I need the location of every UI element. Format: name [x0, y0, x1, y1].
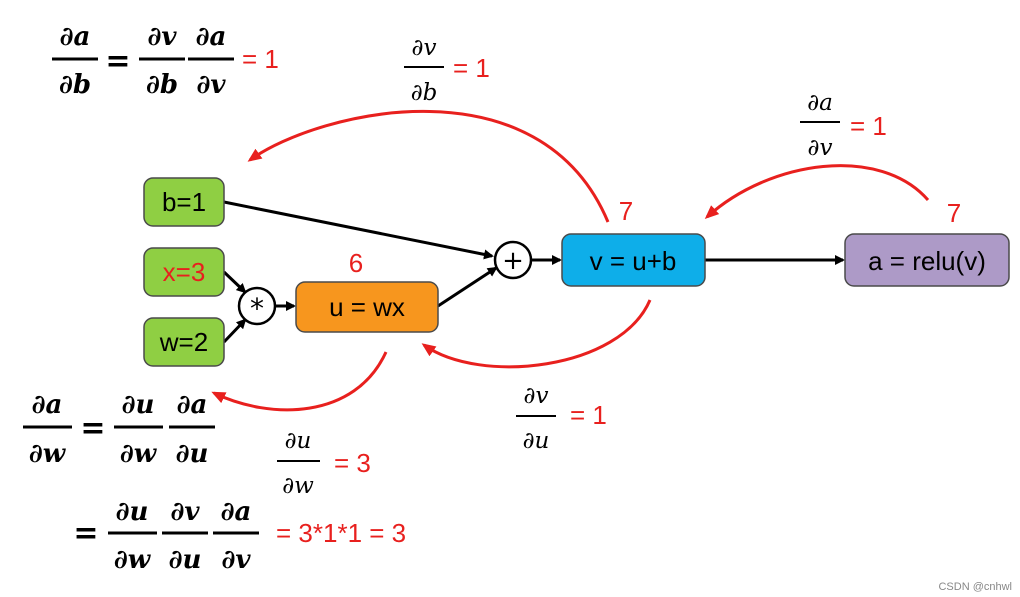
eq-wx-f1-num: ∂u [116, 497, 149, 527]
eq-b-f1-num: ∂v [148, 22, 178, 52]
grad-dv-db-value: = 1 [453, 53, 490, 83]
node-a: a = relu(v) [844, 233, 1010, 287]
eq-b-f2-num: ∂a [196, 22, 227, 52]
eq-b-lhs-num: ∂a [60, 22, 91, 52]
node-v-label: v = u+b [590, 246, 677, 276]
grad-dv-db-num: ∂v [412, 35, 437, 61]
grad-arrow-a-to-v [704, 164, 930, 220]
edge-u-to-add [437, 266, 498, 308]
grad-dv-db-den: ∂b [411, 80, 438, 106]
eq-b-lhs-den: ∂b [59, 70, 91, 100]
node-v-box [561, 233, 706, 287]
eq-wx-f2-num: ∂v [171, 497, 201, 527]
edge-b-to-add [223, 200, 494, 260]
grad-da-dv-value: = 1 [850, 111, 887, 141]
eq-wx-f3-num: ∂a [221, 497, 252, 527]
grad-label-dv-du: ∂v ∂u = 1 [516, 383, 607, 454]
add-symbol: + [502, 246, 524, 276]
node-a-value: 7 [947, 198, 961, 228]
node-w-label: w=2 [159, 327, 208, 357]
eq-b-result: = 1 [242, 44, 279, 74]
grad-du-dw-num: ∂u [285, 428, 312, 454]
eq-w-f2-den: ∂u [176, 439, 209, 469]
node-b-label: b=1 [162, 187, 206, 217]
node-v: v = u+b [561, 233, 706, 287]
equation-chain-b: ∂a ∂b = ∂v ∂b ∂a ∂v = 1 [52, 22, 279, 100]
eq-w-lhs-num: ∂a [32, 390, 63, 420]
node-u: u = wx [295, 281, 439, 333]
node-a-box [844, 233, 1010, 287]
eq-b-equals: = [105, 44, 130, 79]
node-b: b=1 [143, 177, 225, 227]
eq-w-equals: = [80, 411, 105, 446]
grad-arrow-u-to-w [211, 351, 388, 412]
node-u-box [295, 281, 439, 333]
node-v-value: 7 [619, 196, 633, 226]
eq-wx-equals: = [73, 516, 98, 551]
grad-label-da-dv: ∂a ∂v = 1 [800, 90, 887, 161]
equation-chain-w-expanded: = ∂u ∂w ∂v ∂u ∂a ∂v = 3*1*1 = 3 [73, 497, 406, 575]
grad-arrow-v-to-u [421, 299, 652, 369]
node-x-box [143, 247, 225, 297]
eq-b-f2-den: ∂v [197, 70, 227, 100]
add-circle [493, 240, 533, 280]
multiply-symbol: * [250, 292, 264, 325]
node-b-box [143, 177, 225, 227]
grad-du-dw-den: ∂w [282, 473, 314, 499]
grad-da-dv-den: ∂v [808, 135, 833, 161]
eq-w-f2-num: ∂a [177, 390, 208, 420]
multiply-operator: * [237, 286, 277, 326]
eq-w-f1-num: ∂u [122, 390, 155, 420]
multiply-circle [237, 286, 277, 326]
edge-x-to-mul [222, 270, 247, 294]
node-u-value: 6 [349, 248, 363, 278]
grad-arrow-v-to-b [247, 109, 610, 223]
node-w: w=2 [143, 317, 225, 367]
grad-dv-du-value: = 1 [570, 400, 607, 430]
eq-wx-f2-den: ∂u [169, 545, 202, 575]
eq-wx-f1-den: ∂w [114, 545, 152, 575]
eq-w-f1-den: ∂w [120, 439, 158, 469]
add-operator: + [493, 240, 533, 280]
node-x: x=3 [143, 247, 225, 297]
grad-dv-du-den: ∂u [523, 428, 550, 454]
watermark: CSDN @cnhwl [938, 581, 1012, 593]
eq-wx-result: = 3*1*1 = 3 [276, 518, 406, 548]
eq-w-lhs-den: ∂w [29, 439, 67, 469]
equation-chain-w: ∂a ∂w = ∂u ∂w ∂a ∂u [23, 390, 215, 469]
grad-label-dv-db: ∂v ∂b = 1 [404, 35, 490, 106]
node-x-label: x=3 [163, 257, 206, 287]
eq-wx-f3-den: ∂v [222, 545, 252, 575]
node-a-label: a = relu(v) [868, 246, 986, 276]
edge-w-to-mul [222, 318, 247, 344]
grad-label-du-dw: ∂u ∂w = 3 [277, 428, 371, 499]
grad-dv-du-num: ∂v [524, 383, 549, 409]
grad-du-dw-value: = 3 [334, 448, 371, 478]
grad-da-dv-num: ∂a [807, 90, 833, 116]
node-w-box [143, 317, 225, 367]
node-u-label: u = wx [329, 292, 405, 322]
eq-b-f1-den: ∂b [146, 70, 178, 100]
